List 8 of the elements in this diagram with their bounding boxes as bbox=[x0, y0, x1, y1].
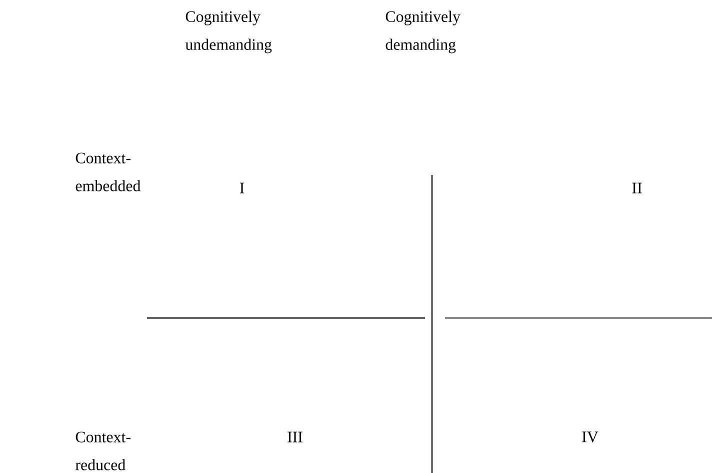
column-heading: Cognitively demanding bbox=[386, 10, 460, 54]
quadrant-numeral: II bbox=[632, 182, 642, 194]
quadrant-numeral: III bbox=[288, 432, 302, 442]
column-heading: Cognitively undemanding bbox=[185, 10, 272, 54]
quadrant-numeral: I bbox=[240, 182, 244, 194]
row-heading: Context-reduced bbox=[76, 432, 130, 470]
quadrant-numeral: IV bbox=[582, 432, 598, 442]
row-heading: Context-embedded bbox=[76, 152, 141, 192]
